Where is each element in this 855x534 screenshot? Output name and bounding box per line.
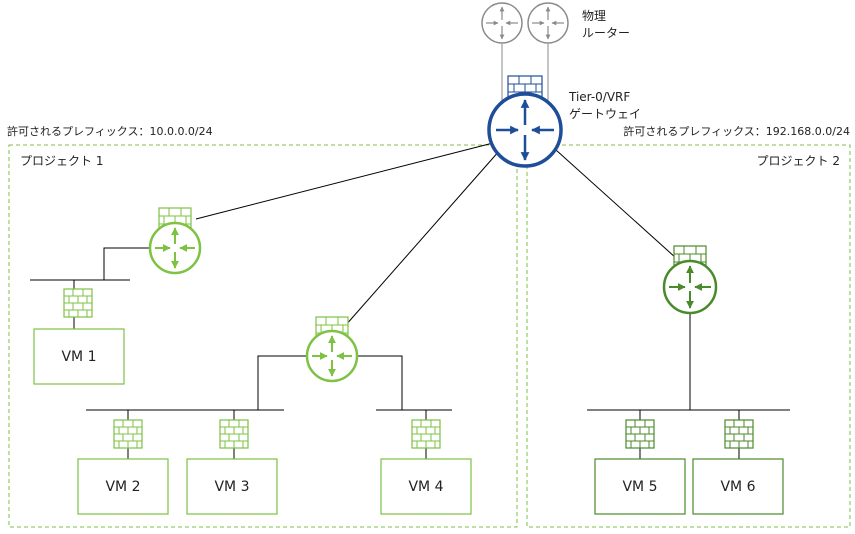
vm-2[interactable]: VM 2 [77, 458, 169, 515]
vm-5[interactable]: VM 5 [594, 458, 686, 515]
physical-router-label-line2: ルーター [582, 26, 630, 40]
vm-4-label: VM 4 [408, 479, 443, 495]
firewall-icon [411, 419, 441, 449]
vm-3[interactable]: VM 3 [186, 458, 278, 515]
firewall-icon [724, 419, 754, 449]
firewall-icon [219, 419, 249, 449]
link-tier0-to-router2 [344, 149, 501, 327]
tier0-label-line1: Tier-0/VRF [568, 90, 630, 104]
project-2-title: プロジェクト 2 [757, 154, 840, 168]
vm-3-label: VM 3 [214, 479, 249, 495]
router-icon [662, 259, 718, 315]
prefix-left-label: 許可されるプレフィックス：10.0.0.0/24 [7, 125, 213, 138]
vm-1-label: VM 1 [61, 349, 96, 365]
router-icon [148, 221, 202, 275]
router2-to-segment-2 [257, 355, 308, 410]
vm-5-label: VM 5 [622, 479, 657, 495]
firewall-icon [113, 419, 143, 449]
vm-4[interactable]: VM 4 [380, 458, 472, 515]
tier0-label-line2: ゲートウェイ [569, 107, 641, 121]
physical-router-label-line1: 物理 [582, 9, 606, 23]
vm-6[interactable]: VM 6 [692, 458, 784, 515]
vm-1[interactable]: VM 1 [33, 328, 125, 385]
prefix-right-label: 許可されるプレフィックス：192.168.0.0/24 [623, 125, 850, 138]
router1-to-segment-1 [103, 247, 150, 280]
firewall-icon [63, 288, 93, 318]
router-icon [305, 329, 359, 383]
project-1-boundary [8, 144, 518, 528]
link-tier0-to-router1 [195, 142, 494, 220]
vm-6-label: VM 6 [720, 479, 755, 495]
physical-router-icon [481, 2, 523, 44]
project-1-title: プロジェクト 1 [20, 154, 103, 168]
link-tier0-to-router3 [555, 149, 677, 259]
tier0-router-icon [487, 92, 563, 168]
physical-router-icon [527, 2, 569, 44]
project-2-boundary [526, 144, 851, 528]
vm-2-label: VM 2 [105, 479, 140, 495]
router2-to-segment-3 [356, 355, 403, 410]
firewall-icon [625, 419, 655, 449]
